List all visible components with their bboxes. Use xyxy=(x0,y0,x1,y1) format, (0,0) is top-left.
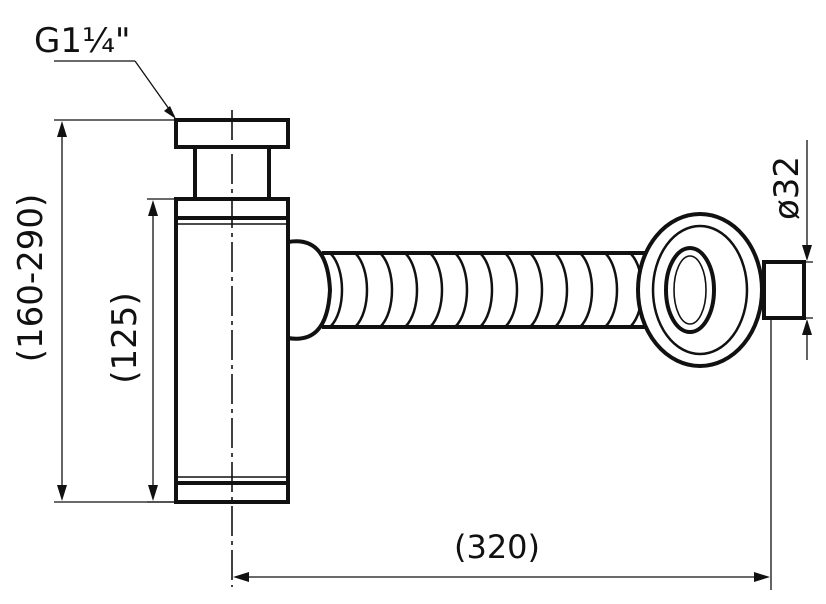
pipe-rib xyxy=(429,252,444,328)
outlet-stub xyxy=(762,260,806,320)
projection-label: (320) xyxy=(454,528,540,566)
outlet-diameter-dimension xyxy=(772,140,813,360)
pipe-rib xyxy=(504,252,519,328)
thread-callout xyxy=(54,60,176,119)
pipe-rib xyxy=(329,252,344,328)
thread-label: G1¼" xyxy=(34,21,131,61)
pipe-rib xyxy=(354,252,369,328)
overall-height-label: (160-290) xyxy=(11,194,51,363)
projection-dimension xyxy=(233,318,772,590)
outlet-socket xyxy=(286,239,333,341)
pipe-rib xyxy=(604,252,619,328)
outlet-diameter-label: ø32 xyxy=(767,156,807,220)
corrugated-pipe xyxy=(322,251,694,329)
pipe-rib xyxy=(454,252,469,328)
pipe-rib xyxy=(554,252,569,328)
pipe-rib xyxy=(404,252,419,328)
pipe-rib xyxy=(579,252,594,328)
body-height-label: (125) xyxy=(105,292,145,383)
pipe-rib xyxy=(479,252,494,328)
pipe-rib xyxy=(529,252,544,328)
body-height-dimension xyxy=(147,198,176,503)
pipe-rib xyxy=(379,252,394,328)
wall-flange xyxy=(636,212,764,368)
